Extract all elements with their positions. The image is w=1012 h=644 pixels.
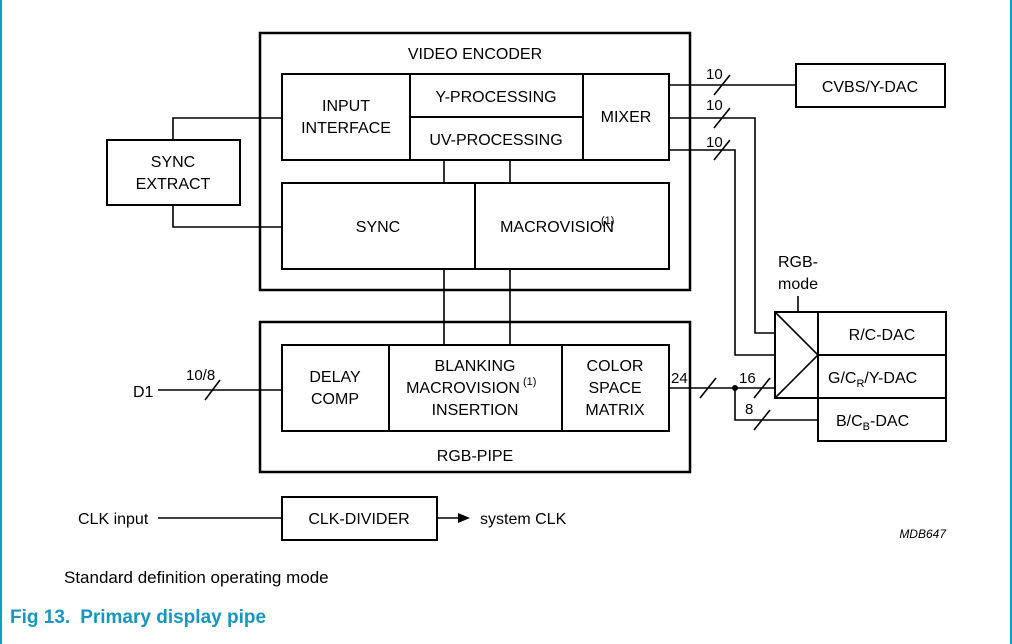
mixer-label: MIXER — [601, 109, 652, 126]
delay-comp-box — [281, 344, 390, 432]
cvbs-bus-width: 10 — [706, 66, 723, 83]
delay-comp-label-2: COMP — [311, 391, 359, 408]
d1-bus-width: 10/8 — [186, 367, 215, 384]
r-dac-label: R/C-DAC — [849, 327, 916, 344]
macrovision-footnote: (1) — [601, 215, 614, 227]
color-space-label-2: SPACE — [588, 380, 641, 397]
sync-extract-box — [106, 139, 241, 206]
blanking-label-3: INSERTION — [432, 402, 519, 419]
rgb-mode-switch — [774, 311, 819, 399]
clk-arrow-icon — [458, 513, 470, 523]
rgb-mode-label-2: mode — [778, 276, 818, 293]
rgb-bus-width: 16 — [739, 370, 756, 387]
mixer-out3-bus-width: 10 — [706, 134, 723, 151]
rgb-mode-label-1: RGB- — [778, 254, 818, 271]
mixer-out2-bus-width: 10 — [706, 97, 723, 114]
cvbs-dac-label: CVBS/Y-DAC — [822, 79, 918, 96]
clk-input-label: CLK input — [78, 511, 149, 528]
figure-title-text: Primary display pipe — [80, 607, 267, 628]
color-space-label-3: MATRIX — [585, 402, 645, 419]
b-bus-width: 8 — [745, 401, 753, 418]
mixer-box — [582, 73, 670, 161]
video-encoder-label: VIDEO ENCODER — [408, 46, 542, 63]
uv-processing-label: UV-PROCESSING — [429, 132, 562, 149]
figure-caption: Standard definition operating mode — [64, 568, 329, 587]
system-clk-label: system CLK — [480, 511, 567, 528]
drawing-code: MDB647 — [899, 527, 947, 541]
sync-extract-label-1: SYNC — [151, 154, 195, 171]
input-interface-label-1: INPUT — [322, 98, 370, 115]
blanking-label-2: MACROVISION — [406, 380, 520, 397]
d1-label: D1 — [133, 384, 154, 401]
delay-comp-label-1: DELAY — [309, 369, 361, 386]
y-processing-label: Y-PROCESSING — [435, 89, 556, 106]
sync-label: SYNC — [356, 219, 400, 236]
rgb-pipe-box — [258, 320, 692, 474]
macrovision-box — [474, 182, 670, 270]
g-dac-label: G/CR/Y-DAC — [828, 370, 917, 390]
figure-title: Fig 13. Primary display pipe — [10, 607, 276, 629]
macrovision-label: MACROVISION — [500, 219, 614, 236]
rgb-pipe-label: RGB-PIPE — [437, 448, 513, 465]
input-interface-box — [281, 73, 411, 161]
blanking-footnote: (1) — [523, 376, 536, 388]
sync-extract-label-2: EXTRACT — [136, 176, 211, 193]
color-space-label-1: COLOR — [587, 358, 644, 375]
input-interface-label-2: INTERFACE — [301, 120, 391, 137]
figure-number: Fig 13. — [10, 607, 71, 628]
b-dac-label: B/CB-DAC — [836, 413, 909, 433]
matrix-bus-width: 24 — [671, 370, 688, 387]
video-encoder-box — [258, 31, 692, 292]
blanking-label-1: BLANKING — [435, 358, 516, 375]
clk-divider-label: CLK-DIVIDER — [308, 511, 409, 528]
